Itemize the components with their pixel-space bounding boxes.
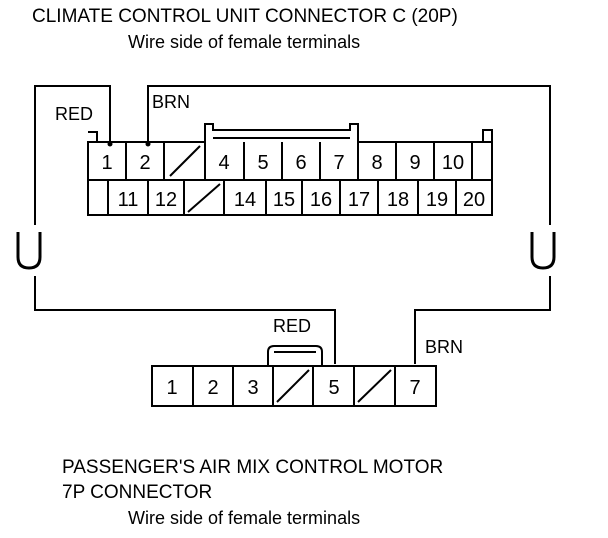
- pin-label: 15: [273, 189, 295, 211]
- pin-label: 8: [371, 152, 382, 174]
- pin-label: 19: [426, 189, 448, 211]
- bottom-connector-subtitle: Wire side of female terminals: [128, 508, 361, 528]
- top-connector-title: CLIMATE CONTROL UNIT CONNECTOR C (20P): [32, 6, 458, 27]
- pin-label: 7: [409, 377, 420, 399]
- row2-labels: 11 12 14 15 16 17 18 19 20: [118, 189, 486, 211]
- wire-brn-top: [147, 85, 551, 225]
- cavity-empty-slash-3: [169, 145, 201, 177]
- pin-label: 16: [310, 189, 332, 211]
- pin-label: 11: [118, 189, 139, 211]
- bottom-connector-title-line2: 7P CONNECTOR: [62, 482, 213, 503]
- pin-label: 1: [101, 152, 112, 174]
- wire-red-top: [34, 85, 111, 225]
- pin-label: 5: [257, 152, 268, 174]
- wire-split-left-icon: [16, 232, 42, 270]
- pin-label: 4: [218, 152, 229, 174]
- row1-labels: 1 2 4 5 6 7 8 9 10: [101, 152, 464, 174]
- bottom-connector-title-line1: PASSENGER'S AIR MIX CONTROL MOTOR: [62, 457, 444, 478]
- pin-label: 9: [409, 152, 420, 174]
- pin-label: 20: [463, 189, 485, 211]
- wire-brn-bottom: [414, 276, 551, 364]
- row1-dividers: [125, 142, 473, 180]
- row2-dividers: [107, 180, 457, 215]
- wire-label-brn-top: BRN: [152, 92, 191, 112]
- wire-red-bottom: [34, 276, 336, 364]
- top-connector-outline: [87, 131, 98, 215]
- bottom-cavity-slash-4: [276, 369, 310, 403]
- pin-label: 7: [333, 152, 344, 174]
- pin-label: 6: [295, 152, 306, 174]
- pin-label: 1: [166, 377, 177, 399]
- pin-label: 10: [442, 152, 464, 174]
- pin-label: 18: [387, 189, 409, 211]
- top-connector-latch: [204, 123, 359, 142]
- bottom-cavity-slash-6: [357, 369, 392, 403]
- pin-label: 3: [247, 377, 258, 399]
- pin-label: 14: [234, 189, 256, 211]
- wire-label-red-top: RED: [55, 104, 94, 124]
- pin-label: 2: [139, 152, 150, 174]
- top-connector-housing: [87, 129, 493, 216]
- pin-label: 5: [328, 377, 339, 399]
- pin-label: 12: [155, 189, 177, 211]
- bottom-labels: 1 2 3 5 7: [166, 377, 420, 399]
- pin-label: 2: [207, 377, 218, 399]
- wire-split-right-icon: [530, 232, 556, 270]
- wire-label-brn-bottom: BRN: [425, 337, 464, 357]
- cavity-empty-slash-13: [187, 183, 221, 213]
- bottom-dividers: [192, 366, 396, 406]
- top-connector-subtitle: Wire side of female terminals: [128, 32, 361, 52]
- bottom-connector-housing: [151, 365, 437, 407]
- wire-label-red-bottom: RED: [273, 316, 312, 336]
- bottom-connector-latch: [267, 345, 323, 366]
- pin-label: 17: [348, 189, 370, 211]
